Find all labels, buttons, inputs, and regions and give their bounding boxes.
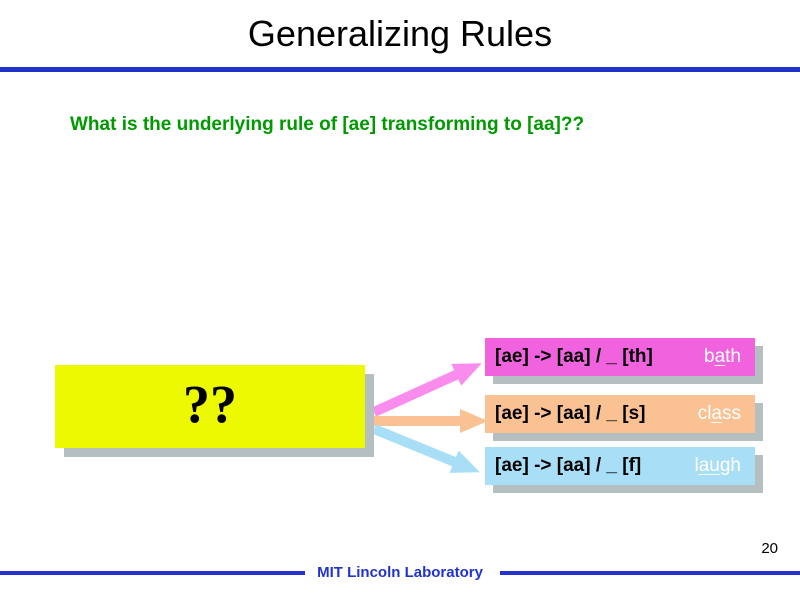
mystery-rule-label: ?? (183, 373, 237, 434)
footer-line-right (500, 571, 800, 575)
rule-formula-th: [ae] -> [aa] / _ [th] (495, 346, 653, 367)
example-underlined: au (698, 455, 720, 476)
arrow-to-th-rule (371, 363, 482, 417)
arrow-to-f-rule (372, 424, 480, 473)
footer-org-label: MIT Lincoln Laboratory (317, 564, 483, 581)
example-underlined: a (711, 403, 722, 424)
rule-example-class: class (698, 403, 741, 425)
example-pre: l (694, 455, 699, 476)
example-pre: b (703, 346, 715, 367)
rule-box-th: [ae] -> [aa] / _ [th] bath (485, 338, 755, 376)
rule-box-s: [ae] -> [aa] / _ [s] class (485, 395, 755, 433)
rule-box-f: [ae] -> [aa] / _ [f] laugh (485, 447, 755, 485)
example-pre: cl (697, 403, 712, 424)
example-post: th (725, 346, 741, 367)
footer-line-left (0, 571, 305, 575)
example-underlined: a (714, 346, 726, 367)
rule-formula-s: [ae] -> [aa] / _ [s] (495, 403, 646, 424)
rule-example-bath: bath (704, 346, 741, 368)
question-text: What is the underlying rule of [ae] tran… (70, 114, 585, 135)
page-number: 20 (761, 540, 778, 557)
mystery-rule-box: ?? (55, 365, 365, 448)
title-divider-line (0, 67, 800, 72)
rule-formula-f: [ae] -> [aa] / _ [f] (495, 455, 642, 476)
example-post: ss (722, 403, 741, 424)
example-post: gh (719, 455, 741, 476)
rule-example-laugh: laugh (694, 455, 741, 477)
slide-title: Generalizing Rules (247, 13, 553, 54)
